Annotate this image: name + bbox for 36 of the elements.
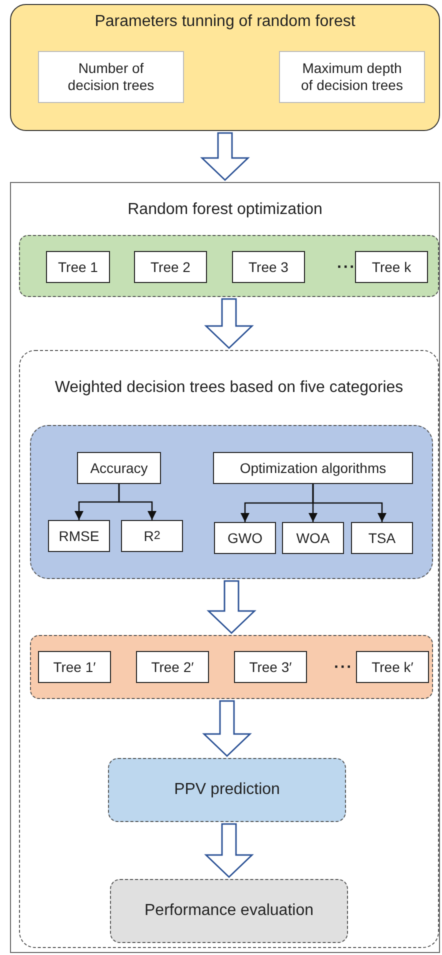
process-box: Tree k	[355, 251, 428, 283]
process-box: Tree 3	[232, 251, 305, 283]
block-arrow	[200, 132, 250, 182]
process-box: Accuracy	[77, 452, 161, 484]
process-box: Tree k′	[356, 651, 429, 683]
group-panel	[19, 350, 439, 948]
block-arrow	[204, 298, 254, 350]
section-heading: Weighted decision trees based on five categories	[54, 379, 404, 397]
process-box: GWO	[214, 522, 276, 554]
process-box: WOA	[282, 522, 344, 554]
box-tree-band	[19, 235, 439, 297]
ellipsis: ···	[334, 659, 353, 677]
section-heading: Random forest optimization	[126, 201, 324, 219]
process-box: Tree 2	[134, 251, 207, 283]
stage-panel	[10, 182, 440, 953]
connector-arrow	[312, 484, 387, 522]
process-box: Tree 1	[46, 251, 110, 283]
process-box: Tree 3′	[234, 651, 307, 683]
process-box: Tree 1′	[38, 651, 111, 683]
block-arrow	[206, 580, 256, 634]
process-box: RMSE	[48, 520, 110, 552]
box-tree-band	[30, 635, 433, 699]
process-box: Tree 2′	[136, 651, 209, 683]
connector-arrow	[118, 484, 157, 520]
stage-panel	[10, 4, 440, 131]
parameter-box: Number of decision trees	[38, 51, 184, 103]
section-heading: Parameters tunning of random forest	[94, 13, 356, 31]
process-box: PPV prediction	[108, 758, 346, 822]
process-box: Optimization algorithms	[213, 452, 413, 484]
parameter-box: Maximum depth of decision trees	[279, 51, 425, 103]
block-arrow	[204, 823, 254, 878]
process-box: TSA	[351, 522, 413, 554]
process-box: Performance evaluation	[110, 879, 348, 943]
block-arrow	[202, 700, 252, 758]
ellipsis: ···	[337, 259, 356, 277]
box-category-panel	[30, 425, 433, 579]
